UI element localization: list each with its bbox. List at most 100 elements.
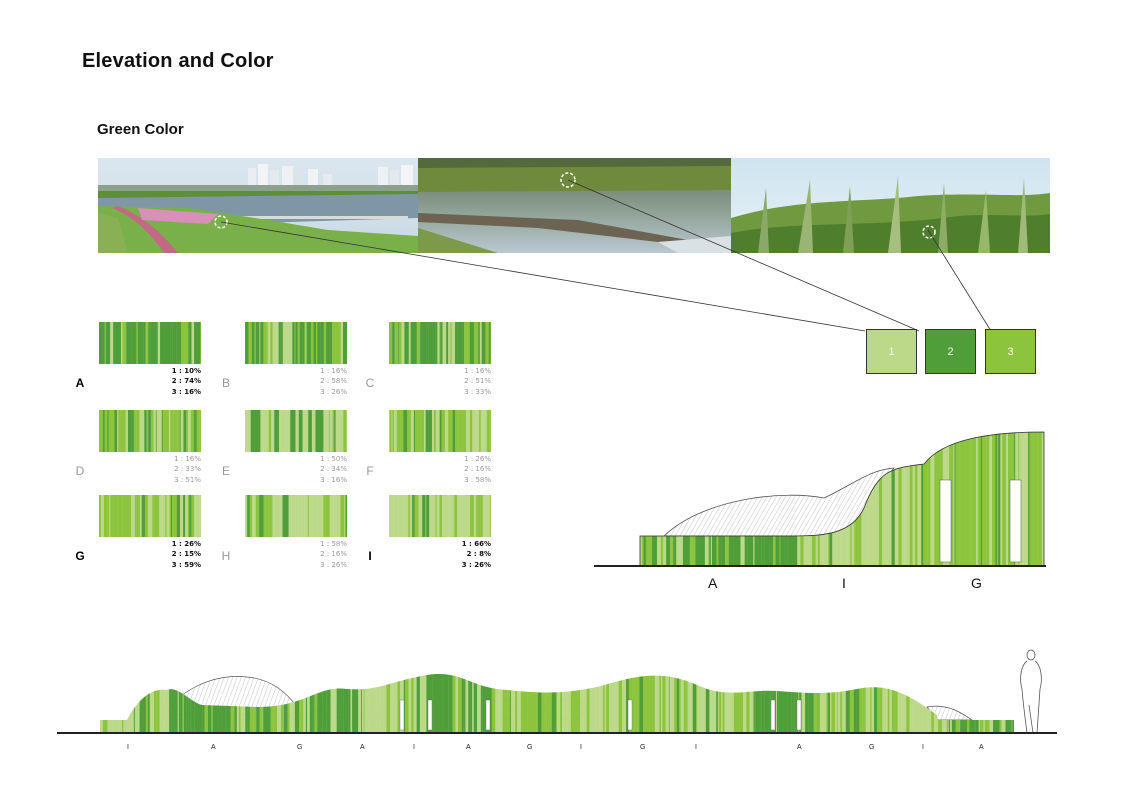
stripe-pattern xyxy=(245,495,347,537)
stripe xyxy=(486,410,488,452)
stripe xyxy=(687,674,691,733)
stripe xyxy=(433,410,436,452)
photo-river-reflection xyxy=(418,158,731,253)
stripe xyxy=(983,432,987,566)
stripe-pattern xyxy=(245,322,347,364)
stripe xyxy=(392,674,395,733)
pattern-e: E 1 : 50% 2 : 34% 3 : 16% xyxy=(222,410,347,484)
stripe xyxy=(255,322,260,364)
stripe xyxy=(255,495,260,537)
elevation-label-a: A xyxy=(708,575,718,591)
swatch-label: 2 xyxy=(947,345,954,358)
stripe xyxy=(199,410,201,452)
stripe xyxy=(325,495,329,537)
stripe xyxy=(346,674,349,733)
stripe xyxy=(152,495,154,537)
stripe xyxy=(434,674,436,733)
stripe xyxy=(730,674,734,733)
stripe xyxy=(472,674,474,733)
stripe xyxy=(336,674,341,733)
stripe xyxy=(421,674,423,733)
ratio-1: 1 : 66% xyxy=(461,540,491,548)
stripe xyxy=(189,495,192,537)
stripe xyxy=(946,674,949,733)
stripe xyxy=(871,674,875,733)
stripe xyxy=(307,674,310,733)
stripe xyxy=(989,432,993,566)
stripe xyxy=(458,410,463,452)
stripe xyxy=(971,674,975,733)
stripe xyxy=(179,322,182,364)
stripe xyxy=(148,410,151,452)
stripe xyxy=(666,432,671,566)
stripe xyxy=(174,495,178,537)
stripe xyxy=(690,674,693,733)
stripe xyxy=(344,495,346,537)
stripe xyxy=(482,674,486,733)
stripe xyxy=(161,322,165,364)
stripe xyxy=(323,495,326,537)
stripe xyxy=(458,495,462,537)
stripe xyxy=(280,322,282,364)
stripe xyxy=(297,322,300,364)
stripe xyxy=(178,674,181,733)
stripe xyxy=(324,410,327,452)
ratio-1: 1 : 16% xyxy=(174,455,201,463)
stripe xyxy=(450,322,452,364)
stripe xyxy=(170,495,173,537)
stripe xyxy=(413,410,416,452)
stripe xyxy=(342,410,344,452)
elevation-label-i: I xyxy=(842,575,846,591)
stripe xyxy=(546,674,549,733)
stripe xyxy=(183,495,186,537)
stripe xyxy=(404,495,408,537)
stripe xyxy=(441,495,446,537)
stripe xyxy=(304,495,308,537)
stripe xyxy=(1025,432,1027,566)
stripe xyxy=(729,674,731,733)
stripe xyxy=(808,674,810,733)
stripe xyxy=(902,674,904,733)
stripe xyxy=(820,674,823,733)
strip-label: A xyxy=(360,744,365,751)
stripe xyxy=(761,674,764,733)
stripe xyxy=(497,674,500,733)
stripe xyxy=(389,495,392,537)
pattern-a: A 1 : 10% 2 : 74% 3 : 16% xyxy=(76,322,201,396)
stripe xyxy=(520,674,523,733)
pattern-name: E xyxy=(221,464,230,478)
stripe xyxy=(412,495,415,537)
strip-label: I xyxy=(413,744,415,751)
stripe xyxy=(604,674,607,733)
stripe xyxy=(555,674,557,733)
pattern-name: F xyxy=(366,464,374,478)
stripe xyxy=(153,410,157,452)
stripe xyxy=(445,495,449,537)
stripe xyxy=(410,322,415,364)
stripe xyxy=(304,322,306,364)
stripe xyxy=(410,410,415,452)
stripe xyxy=(655,674,660,733)
stripe xyxy=(172,495,175,537)
stripe xyxy=(180,495,183,537)
stripe xyxy=(290,410,293,452)
stripe xyxy=(292,674,296,733)
stripe xyxy=(656,432,662,566)
stripe xyxy=(676,432,680,566)
stripe xyxy=(137,674,140,733)
ratio-1: 1 : 16% xyxy=(464,367,491,375)
pattern-ratios: 1 : 16% 2 : 58% 3 : 26% xyxy=(320,366,347,397)
stripe xyxy=(291,495,296,537)
stripe xyxy=(167,322,171,364)
stripe xyxy=(180,322,185,364)
strip-label: I xyxy=(922,744,924,751)
stripe xyxy=(345,495,347,537)
stripe xyxy=(906,432,910,566)
stripe xyxy=(322,674,327,733)
stripe xyxy=(442,674,446,733)
strip-label: G xyxy=(640,744,646,751)
stripe xyxy=(700,674,703,733)
stripe xyxy=(551,674,556,733)
stripe xyxy=(259,495,263,537)
stripe xyxy=(326,674,329,733)
